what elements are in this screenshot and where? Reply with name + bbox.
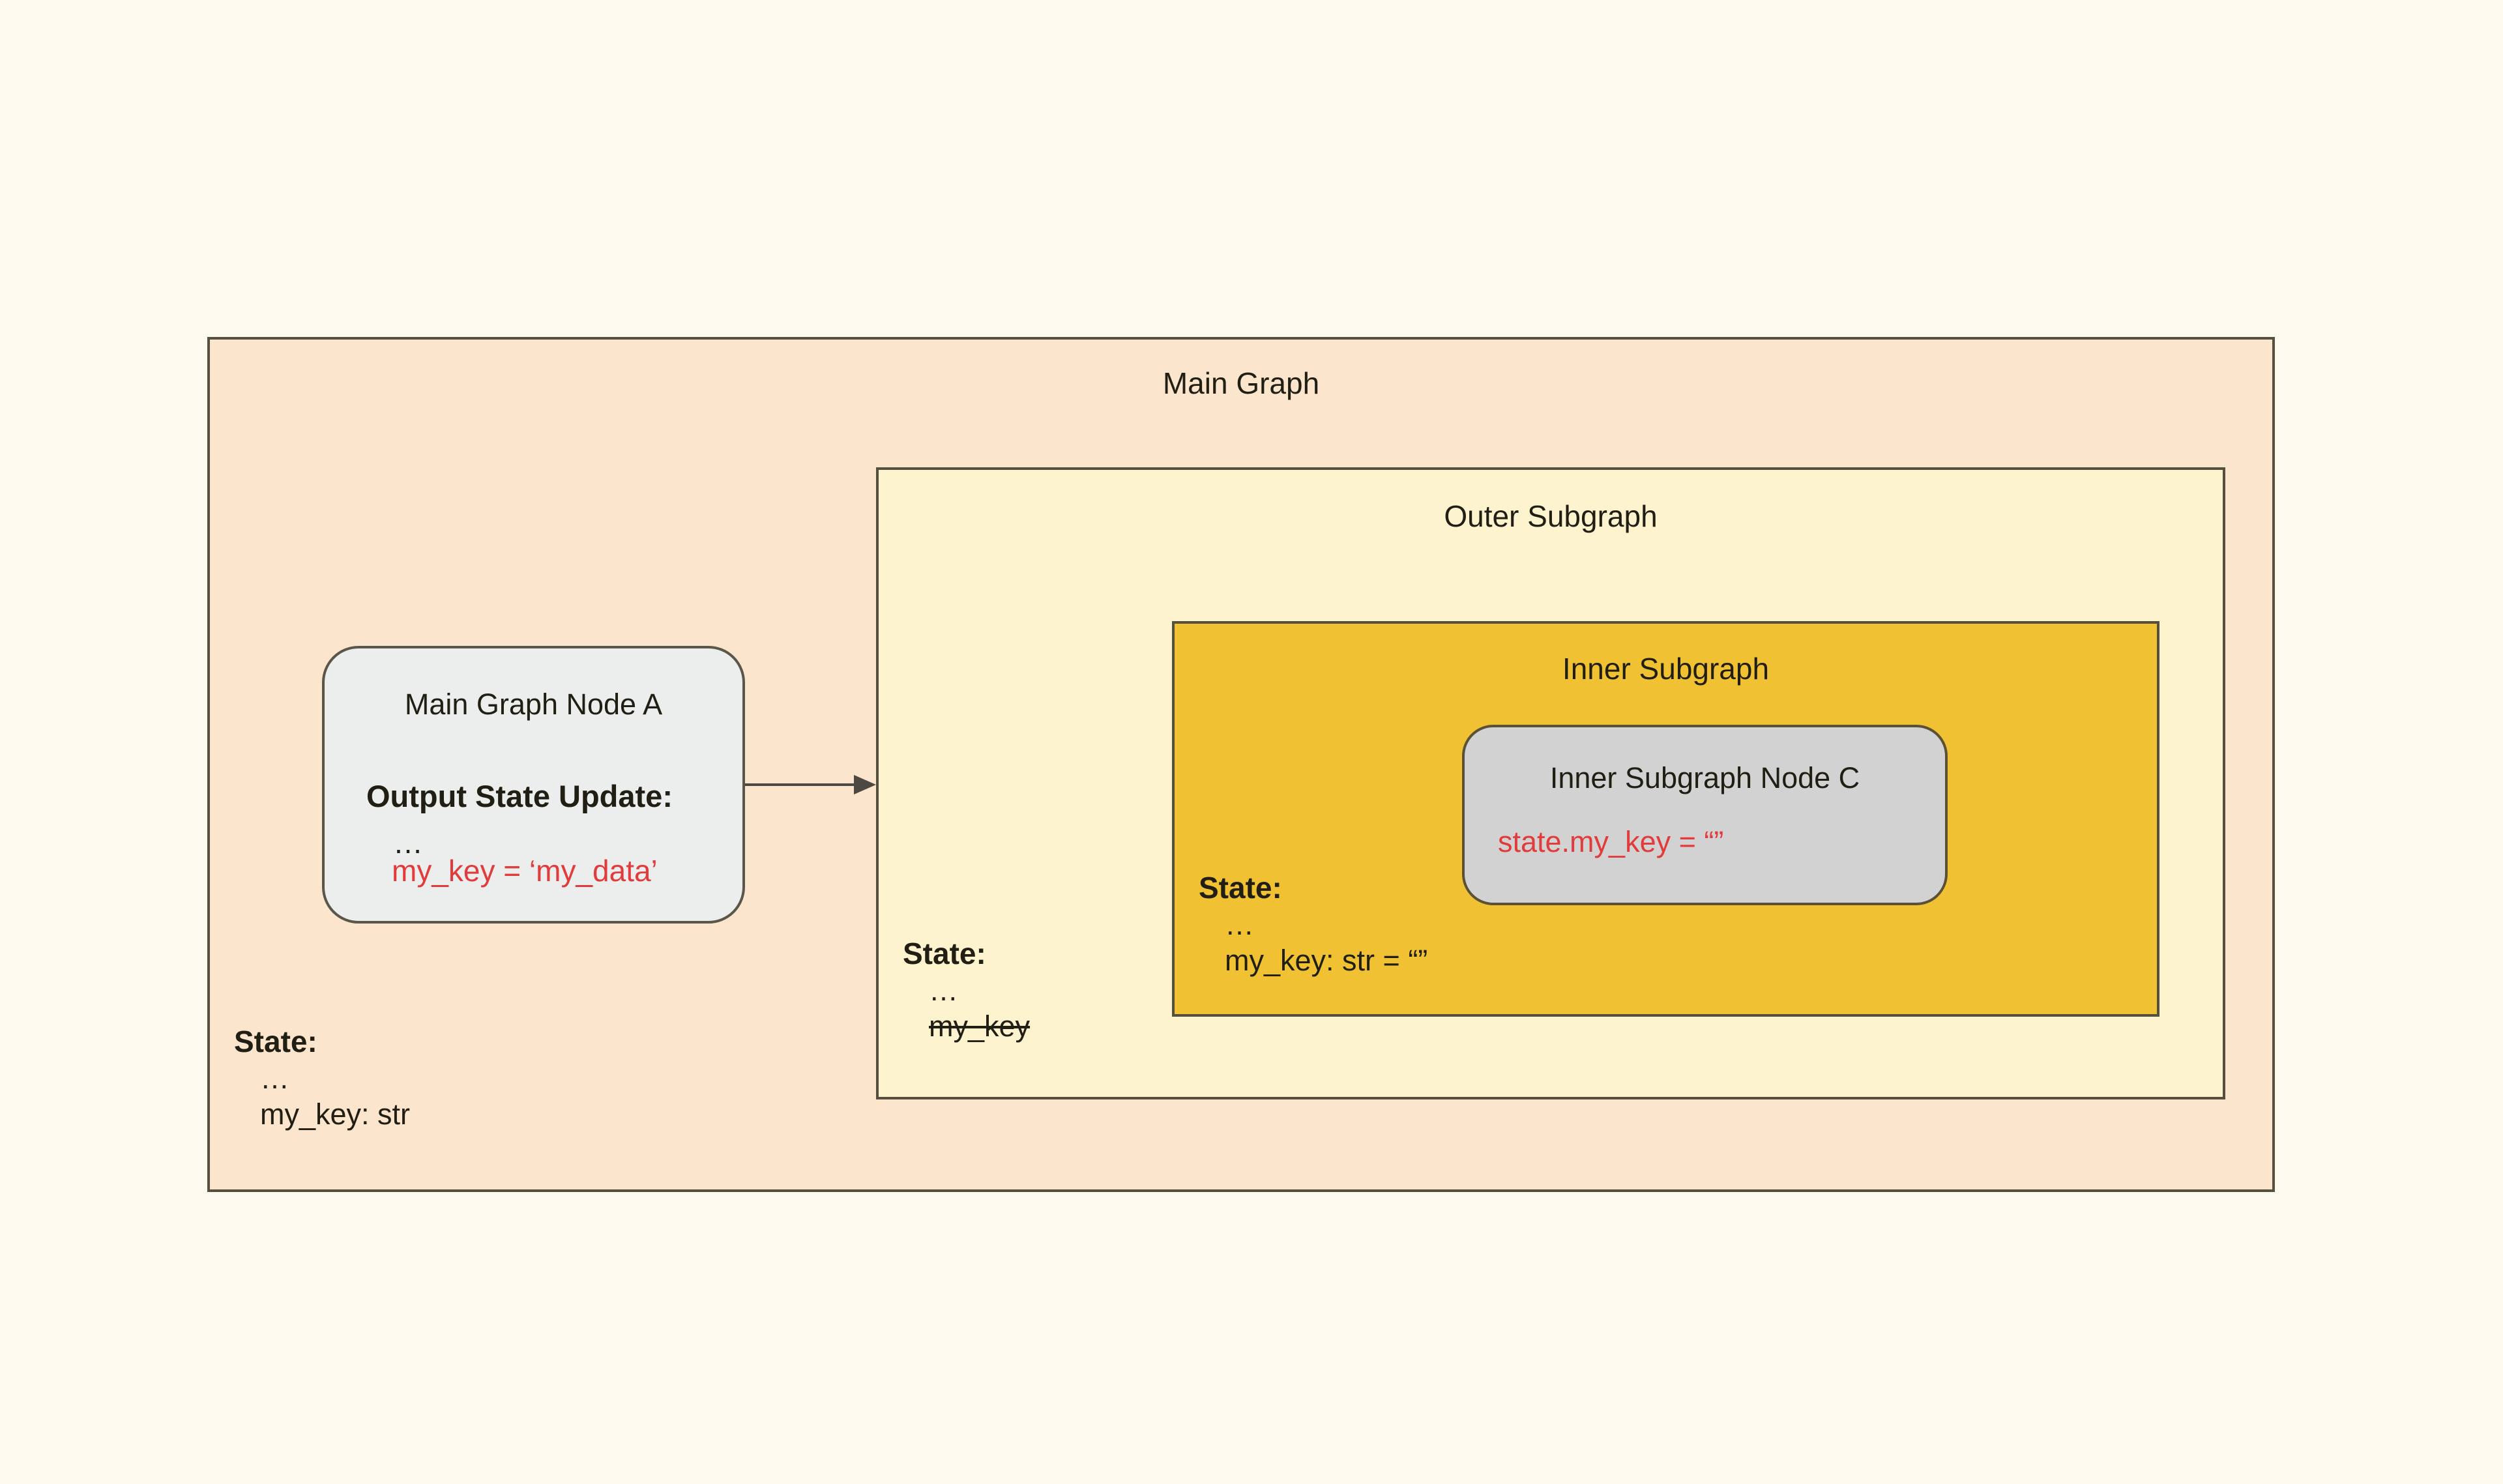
inner-subgraph-state-block: State: … my_key: str = “” <box>1199 869 1427 978</box>
outer-subgraph-state-ellipsis: … <box>929 974 958 1007</box>
main-graph-state-block: State: … my_key: str <box>234 1023 410 1132</box>
main-graph-state-entry: my_key: str <box>260 1098 411 1131</box>
outer-subgraph-container: Outer Subgraph State: … my_key Inner Sub… <box>876 467 2225 1099</box>
outer-subgraph-state-label: State: <box>903 937 986 970</box>
main-graph-container: Main Graph Main Graph Node A Output Stat… <box>207 337 2275 1192</box>
main-graph-state-label: State: <box>234 1025 317 1058</box>
inner-subgraph-state-label: State: <box>1199 871 1282 905</box>
node-a-title: Main Graph Node A <box>404 688 663 721</box>
edge-line <box>745 783 857 786</box>
inner-subgraph-state-ellipsis: … <box>1225 908 1254 941</box>
main-graph-state-ellipsis: … <box>260 1062 289 1095</box>
node-c-state-update-value: state.my_key = “” <box>1498 825 1724 858</box>
inner-subgraph-container: Inner Subgraph Inner Subgraph Node C sta… <box>1172 621 2159 1017</box>
node-a-ellipsis: … <box>393 826 423 860</box>
main-graph-title: Main Graph <box>1162 366 1320 400</box>
arrowhead-icon <box>854 775 876 794</box>
node-a-output-state-update-label: Output State Update: <box>366 779 673 813</box>
outer-subgraph-state-block: State: … my_key <box>903 935 1030 1044</box>
edge-node-a-to-outer-subgraph <box>745 770 876 799</box>
inner-subgraph-state-entry: my_key: str = “” <box>1225 944 1428 977</box>
inner-subgraph-title: Inner Subgraph <box>1562 652 1770 686</box>
node-a-state-update-value: my_key = ‘my_data’ <box>392 854 658 888</box>
outer-subgraph-title: Outer Subgraph <box>1444 499 1658 533</box>
node-c-title: Inner Subgraph Node C <box>1549 761 1860 794</box>
inner-subgraph-node-c: Inner Subgraph Node C state.my_key = “” <box>1462 725 1948 905</box>
outer-subgraph-state-entry-removed: my_key <box>929 1010 1031 1043</box>
main-graph-node-a: Main Graph Node A Output State Update: …… <box>322 646 745 924</box>
